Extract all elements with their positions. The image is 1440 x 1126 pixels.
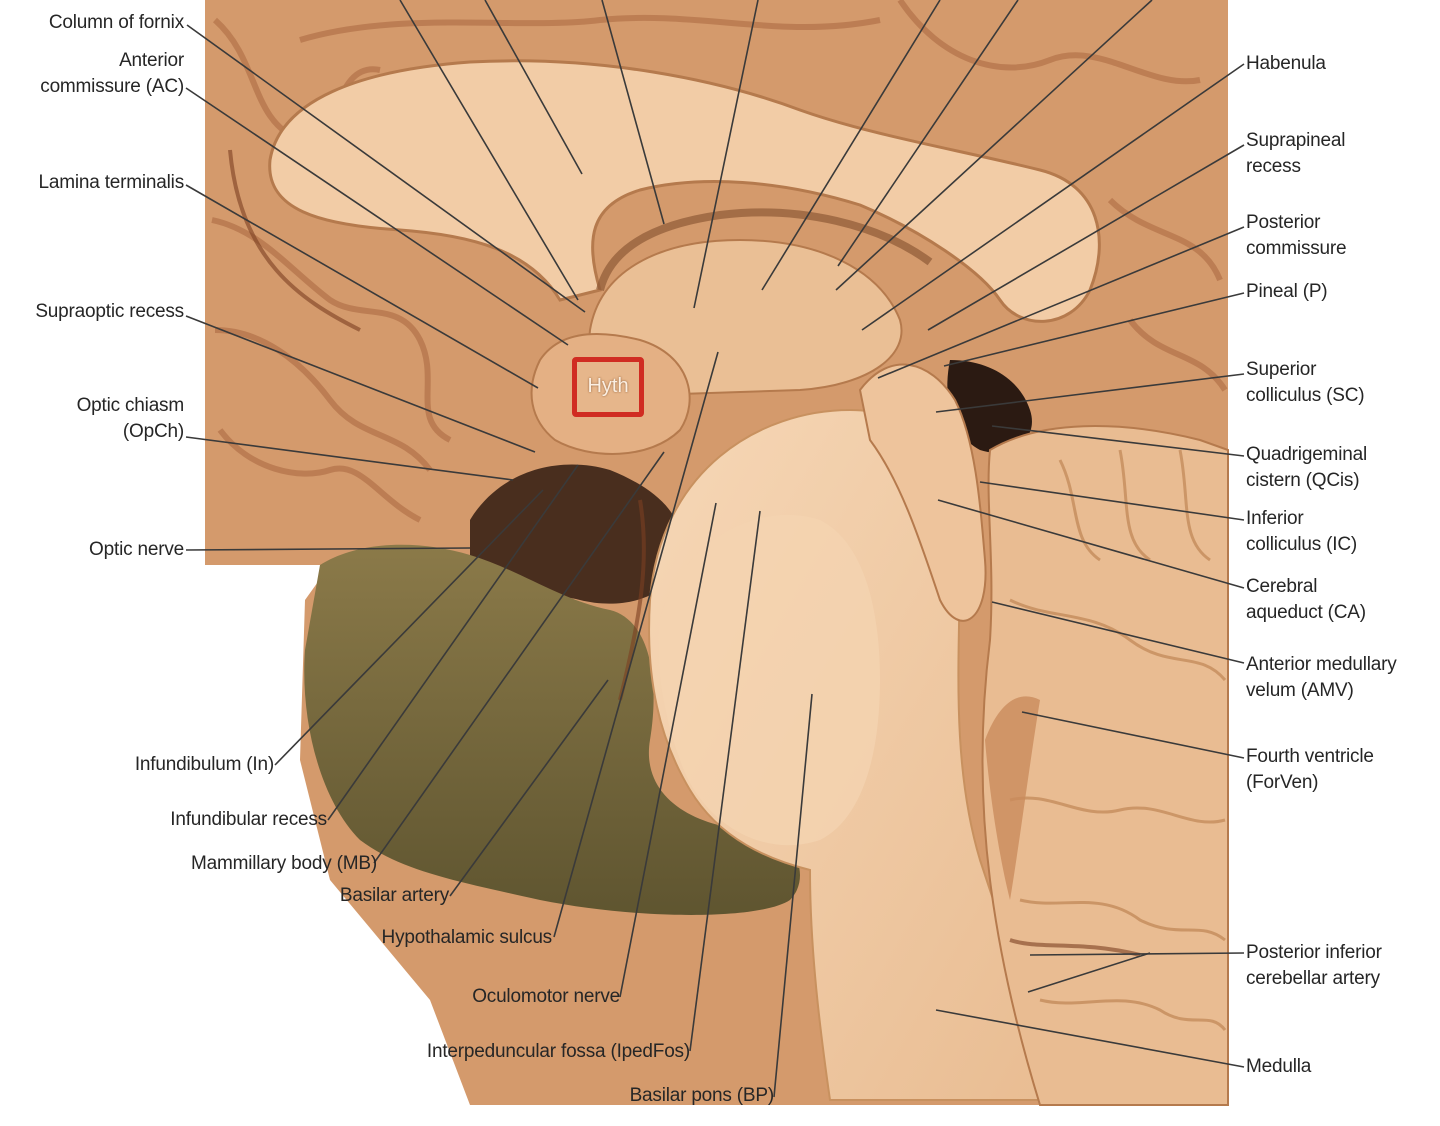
label-interpeduncular-fossa: Interpeduncular fossa (IpedFos): [426, 1041, 690, 1062]
leader-fourth-ventricle: [1021, 711, 1245, 759]
label-medulla: Medulla: [1246, 1056, 1312, 1077]
label-hypothalamic-sulcus: Hypothalamic sulcus: [381, 927, 553, 948]
cerebellar-folia: [1009, 449, 1227, 1031]
leader-cerebral-aqueduct: [937, 499, 1245, 589]
leader-optic-chiasm: [185, 436, 514, 481]
leader-infundibular-recess: [327, 464, 579, 821]
leader-interpeduncular-fossa: [689, 510, 761, 1052]
vessels: [228, 149, 1141, 957]
label-lamina-terminalis: Lamina terminalis: [38, 172, 185, 193]
leader-top-5: [761, 0, 941, 291]
leader-pica-2: [1027, 952, 1151, 993]
label-pineal: Pineal (P): [1246, 281, 1328, 302]
leader-oculomotor-nerve: [619, 502, 717, 998]
leader-infundibulum: [274, 489, 544, 766]
basal-structures: [304, 544, 800, 915]
label-column-of-fornix: Column of fornix: [48, 12, 184, 33]
corpus-callosum: [268, 59, 1101, 323]
label-superior-colliculus: Superior colliculus (SC): [1246, 359, 1365, 406]
label-inferior-colliculus: Inferior colliculus (IC): [1246, 508, 1358, 555]
leader-superior-colliculus: [935, 373, 1245, 413]
leader-column-of-fornix: [186, 24, 586, 313]
leader-top-2: [484, 0, 583, 175]
leader-medulla: [935, 1009, 1245, 1068]
leader-top-4: [693, 0, 759, 309]
leader-supraoptic-recess: [185, 315, 536, 453]
leader-habenula: [861, 63, 1245, 331]
label-oculomotor-nerve: Oculomotor nerve: [472, 986, 620, 1007]
label-supraoptic-recess: Supraoptic recess: [35, 301, 184, 322]
leader-mammillary-body: [373, 451, 665, 864]
leader-quadrigeminal-cistern: [991, 425, 1245, 457]
tectum: [858, 363, 987, 622]
leader-anterior-commissure: [185, 87, 569, 346]
leader-lines: [185, 0, 1245, 1098]
leader-inferior-colliculus: [979, 481, 1245, 521]
label-infundibular-recess: Infundibular recess: [170, 809, 327, 830]
label-habenula: Habenula: [1246, 53, 1326, 74]
label-fourth-ventricle: Fourth ventricle (ForVen): [1246, 746, 1374, 793]
label-basilar-artery: Basilar artery: [339, 885, 449, 906]
leader-basilar-artery: [449, 679, 609, 897]
leader-top-3: [601, 0, 665, 225]
label-quadrigeminal-cistern: Quadrigeminal cistern (QCis): [1246, 444, 1367, 491]
label-posterior-commissure: Posterior commissure: [1246, 212, 1347, 259]
fourth-ventricle-cavity: [985, 696, 1040, 900]
cerebellum: [981, 425, 1229, 1106]
label-basilar-pons: Basilar pons (BP): [629, 1085, 775, 1106]
leader-hypothalamic-sulcus: [553, 351, 719, 938]
leader-pica-1: [1029, 952, 1245, 956]
label-suprapineal-recess: Suprapineal recess: [1246, 130, 1346, 177]
leader-lamina-terminalis: [185, 184, 539, 389]
label-posterior-inferior-cerebellar-artery: Posterior inferior cerebellar artery: [1246, 942, 1382, 989]
leader-suprapineal-recess: [927, 144, 1245, 331]
label-cerebral-aqueduct: Cerebral aqueduct (CA): [1246, 576, 1366, 623]
label-mammillary-body: Mammillary body (MB): [190, 853, 377, 874]
leader-top-6: [837, 0, 1019, 267]
leader-top-1: [399, 0, 579, 301]
leader-basilar-pons: [773, 693, 813, 1098]
label-anterior-medullary-velum: Anterior medullary velum (AMV): [1246, 654, 1397, 701]
fornix-band: [596, 208, 933, 292]
leader-anterior-medullary-velum: [991, 601, 1245, 664]
quadrigeminal-cistern-cavity: [947, 360, 1032, 453]
interpeduncular-cavity: [470, 464, 682, 604]
leader-posterior-commissure: [877, 226, 1245, 379]
label-optic-nerve: Optic nerve: [89, 539, 184, 560]
pons-bulge: [658, 514, 880, 846]
hypothalamus-region: [530, 333, 691, 455]
label-anterior-commissure: Anterior commissure (AC): [40, 50, 184, 97]
hypothalamus-highlight-label: Hyth: [587, 375, 629, 397]
label-infundibulum: Infundibulum (In): [134, 754, 274, 775]
hypothalamus-highlight-box: Hyth: [572, 357, 644, 417]
leader-pineal: [943, 292, 1245, 367]
label-optic-chiasm: Optic chiasm (OpCh): [76, 395, 185, 442]
leader-top-7: [835, 0, 1153, 291]
leader-optic-nerve: [185, 547, 471, 551]
